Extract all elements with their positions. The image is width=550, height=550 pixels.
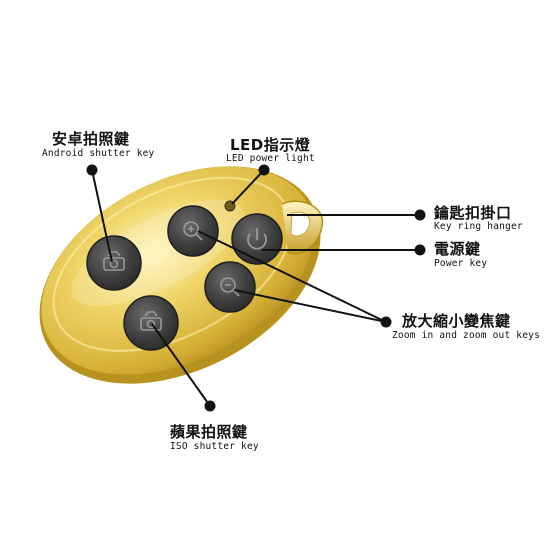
leader-zoom-dot — [380, 316, 392, 328]
leader-zoom-out — [233, 289, 387, 323]
keyring-caption: Key ring hanger — [434, 221, 523, 232]
android-shutter-button[interactable] — [86, 235, 142, 291]
leader-ios — [151, 323, 211, 407]
power-caption: Power key — [434, 258, 488, 269]
power-icon — [247, 228, 267, 250]
leader-led — [231, 169, 265, 205]
zoom-in-button[interactable] — [167, 205, 219, 257]
leader-android-dot — [86, 164, 98, 176]
android-key-label: 安卓拍照鍵 — [52, 130, 130, 148]
power-button[interactable] — [231, 213, 283, 265]
zoom-out-button[interactable] — [204, 261, 256, 313]
android-key-caption: Android shutter key — [42, 148, 155, 159]
remote-body — [39, 166, 321, 384]
ios-shutter-button[interactable] — [123, 295, 179, 351]
zoom-caption: Zoom in and zoom out keys — [392, 330, 540, 341]
apple-camera-icon — [140, 311, 162, 331]
leader-lines — [86, 164, 426, 412]
zoom-in-icon — [183, 221, 203, 241]
ios-key-label: 蘋果拍照鍵 — [170, 423, 248, 441]
leader-led-dot — [258, 164, 270, 176]
leader-power-dot — [414, 244, 426, 256]
power-label: 電源鍵 — [434, 240, 481, 258]
zoom-label: 放大縮小變焦鍵 — [402, 312, 511, 330]
led-label: LED指示燈 — [230, 136, 311, 154]
leader-zoom-in — [197, 230, 387, 323]
leader-ios-dot — [204, 400, 216, 412]
leader-android — [91, 169, 113, 263]
leader-keyring-dot — [414, 209, 426, 221]
ios-key-caption: ISO shutter key — [170, 441, 259, 452]
led-caption: LED power light — [226, 153, 315, 164]
keyring-label: 鑰匙扣掛口 — [434, 204, 512, 222]
